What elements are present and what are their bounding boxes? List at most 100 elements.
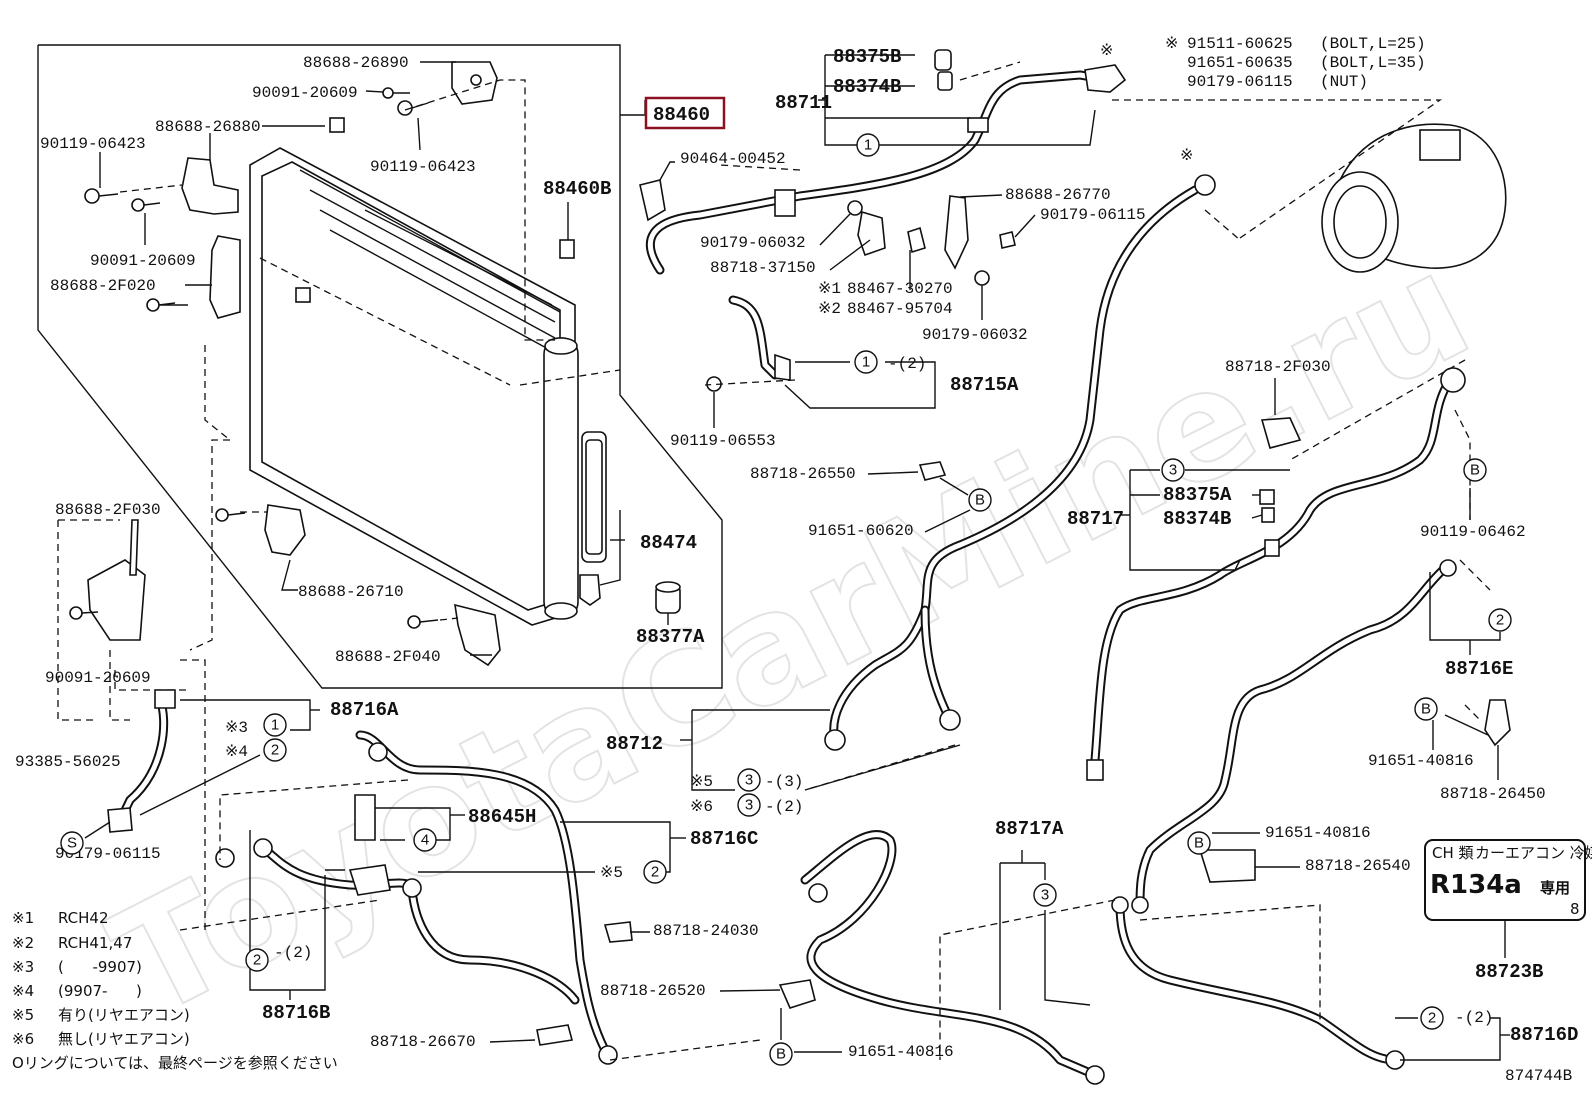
part-labels: 88688-26890 90091-20609 88688-26880 9011… bbox=[15, 35, 1578, 1085]
svg-text:RCH41,47: RCH41,47 bbox=[58, 934, 132, 952]
svg-text:2: 2 bbox=[271, 742, 279, 759]
svg-text:-(2): -(2) bbox=[274, 944, 312, 962]
svg-text:(9907- ): (9907- ) bbox=[58, 982, 142, 1000]
svg-text:無し(リヤエアコン): 無し(リヤエアコン) bbox=[58, 1030, 190, 1048]
svg-text:(BOLT,L=35): (BOLT,L=35) bbox=[1320, 54, 1426, 72]
label-88460B: 88460B bbox=[543, 178, 611, 200]
label-88467-30270: 88467-30270 bbox=[847, 280, 953, 298]
bracket-88688-26890 bbox=[451, 61, 498, 105]
footnotes: ※1 RCH42 ※2 RCH41,47 ※3 ( -9907) ※4 (990… bbox=[12, 909, 338, 1072]
label-90119-06462: 90119-06462 bbox=[1420, 523, 1526, 541]
label-88688-2F020: 88688-2F020 bbox=[50, 277, 156, 295]
pipe-components bbox=[107, 49, 1511, 1085]
note-91651-60635: 91651-60635 bbox=[1187, 54, 1293, 72]
label-88688-26770: 88688-26770 bbox=[1005, 186, 1111, 204]
label-93385-56025: 93385-56025 bbox=[15, 753, 121, 771]
bracket-88688-2F020 bbox=[209, 235, 241, 319]
label-88718-37150: 88718-37150 bbox=[710, 259, 816, 277]
svg-text:-(2): -(2) bbox=[765, 798, 803, 816]
bolts bbox=[69, 87, 439, 629]
clip-88460B bbox=[559, 239, 575, 259]
label-90119-06423a: 90119-06423 bbox=[40, 135, 146, 153]
label-88723B: 88723B bbox=[1475, 961, 1543, 983]
svg-text:※5: ※5 bbox=[600, 864, 623, 882]
svg-text:※5: ※5 bbox=[12, 1006, 34, 1024]
label-88460: 88460 bbox=[653, 104, 710, 126]
svg-text:2: 2 bbox=[651, 864, 659, 881]
svg-text:1: 1 bbox=[862, 354, 870, 371]
label-88718-26670: 88718-26670 bbox=[370, 1033, 476, 1051]
svg-text:2: 2 bbox=[1496, 612, 1504, 629]
clip-top bbox=[329, 117, 345, 133]
compressor bbox=[1321, 123, 1507, 273]
svg-text:B: B bbox=[1470, 462, 1480, 479]
svg-text:3: 3 bbox=[745, 772, 753, 789]
label-88712: 88712 bbox=[606, 733, 663, 755]
label-88718-2F030: 88718-2F030 bbox=[1225, 358, 1331, 376]
label-91651-40816a: 91651-40816 bbox=[1368, 752, 1474, 770]
label-88717A: 88717A bbox=[995, 818, 1064, 840]
note-90179-06115: 90179-06115 bbox=[1187, 73, 1293, 91]
svg-text:※6: ※6 bbox=[12, 1030, 34, 1048]
svg-text:※3: ※3 bbox=[225, 719, 248, 737]
label-91651-60620: 91651-60620 bbox=[808, 522, 914, 540]
svg-text:※6: ※6 bbox=[690, 798, 713, 816]
label-88716E: 88716E bbox=[1445, 658, 1513, 680]
label-88467-95704: 88467-95704 bbox=[847, 300, 953, 318]
label-88374B-top: 88374B bbox=[833, 76, 901, 98]
svg-text:※3: ※3 bbox=[12, 958, 34, 976]
note-91511-60625: 91511-60625 bbox=[1187, 35, 1293, 53]
svg-text:専用: 専用 bbox=[1540, 879, 1570, 897]
label-90091-20609b: 90091-20609 bbox=[90, 252, 196, 270]
label-qual-1: ※1 bbox=[818, 280, 841, 298]
svg-text:※: ※ bbox=[1180, 147, 1193, 165]
label-88718-26540: 88718-26540 bbox=[1305, 857, 1411, 875]
label-88716D: 88716D bbox=[1510, 1024, 1578, 1046]
svg-text:3: 3 bbox=[745, 797, 753, 814]
condenser bbox=[249, 147, 579, 626]
label-90119-06423b: 90119-06423 bbox=[370, 158, 476, 176]
clip-left bbox=[295, 287, 311, 303]
label-88688-2F030: 88688-2F030 bbox=[55, 501, 161, 519]
label-qual-2: ※2 bbox=[818, 300, 841, 318]
label-88718-24030: 88718-24030 bbox=[653, 922, 759, 940]
svg-text:B: B bbox=[975, 492, 985, 509]
svg-text:-(2): -(2) bbox=[1455, 1009, 1493, 1027]
bracket-88688-2F030 bbox=[87, 559, 146, 641]
bracket-88688-2F040 bbox=[454, 603, 501, 667]
oring-note: Oリングについては、最終ページを参照ください bbox=[12, 1054, 338, 1072]
label-90179-06032b: 90179-06032 bbox=[922, 326, 1028, 344]
svg-text:2: 2 bbox=[253, 952, 261, 969]
bracket-88688-26710 bbox=[264, 504, 306, 556]
svg-text:8: 8 bbox=[1570, 900, 1580, 918]
label-91651-40816b: 91651-40816 bbox=[1265, 824, 1371, 842]
svg-text:3: 3 bbox=[1169, 462, 1177, 479]
highlight-box bbox=[644, 96, 726, 130]
svg-text:有り(リヤエアコン): 有り(リヤエアコン) bbox=[58, 1006, 190, 1024]
label-88717: 88717 bbox=[1067, 508, 1124, 530]
bracket-88688-26880 bbox=[181, 157, 239, 215]
pipes bbox=[113, 70, 1455, 1080]
svg-text:カーエアコン 冷媒名: カーエアコン 冷媒名 bbox=[1475, 844, 1592, 862]
svg-text:※4: ※4 bbox=[12, 982, 34, 1000]
label-88375B: 88375B bbox=[833, 46, 901, 68]
grommet bbox=[579, 574, 601, 606]
label-91651-40816c: 91651-40816 bbox=[848, 1043, 954, 1061]
svg-text:CH 類: CH 類 bbox=[1432, 844, 1474, 862]
label-88716A: 88716A bbox=[330, 699, 399, 721]
label-88718-26550: 88718-26550 bbox=[750, 465, 856, 483]
svg-text:-(2): -(2) bbox=[888, 355, 926, 373]
label-88688-26710: 88688-26710 bbox=[298, 583, 404, 601]
dashed-guides bbox=[179, 61, 1491, 1061]
svg-text:※1: ※1 bbox=[12, 909, 34, 927]
svg-text:B: B bbox=[776, 1046, 786, 1063]
svg-text:RCH42: RCH42 bbox=[58, 909, 109, 927]
svg-text:-(3): -(3) bbox=[765, 773, 803, 791]
label-88688-2F040: 88688-2F040 bbox=[335, 648, 441, 666]
label-88474: 88474 bbox=[640, 532, 697, 554]
label-88374B-mid: 88374B bbox=[1163, 508, 1231, 530]
svg-text:3: 3 bbox=[1041, 887, 1049, 904]
label-88688-26890: 88688-26890 bbox=[303, 54, 409, 72]
label-88375A: 88375A bbox=[1163, 484, 1232, 506]
